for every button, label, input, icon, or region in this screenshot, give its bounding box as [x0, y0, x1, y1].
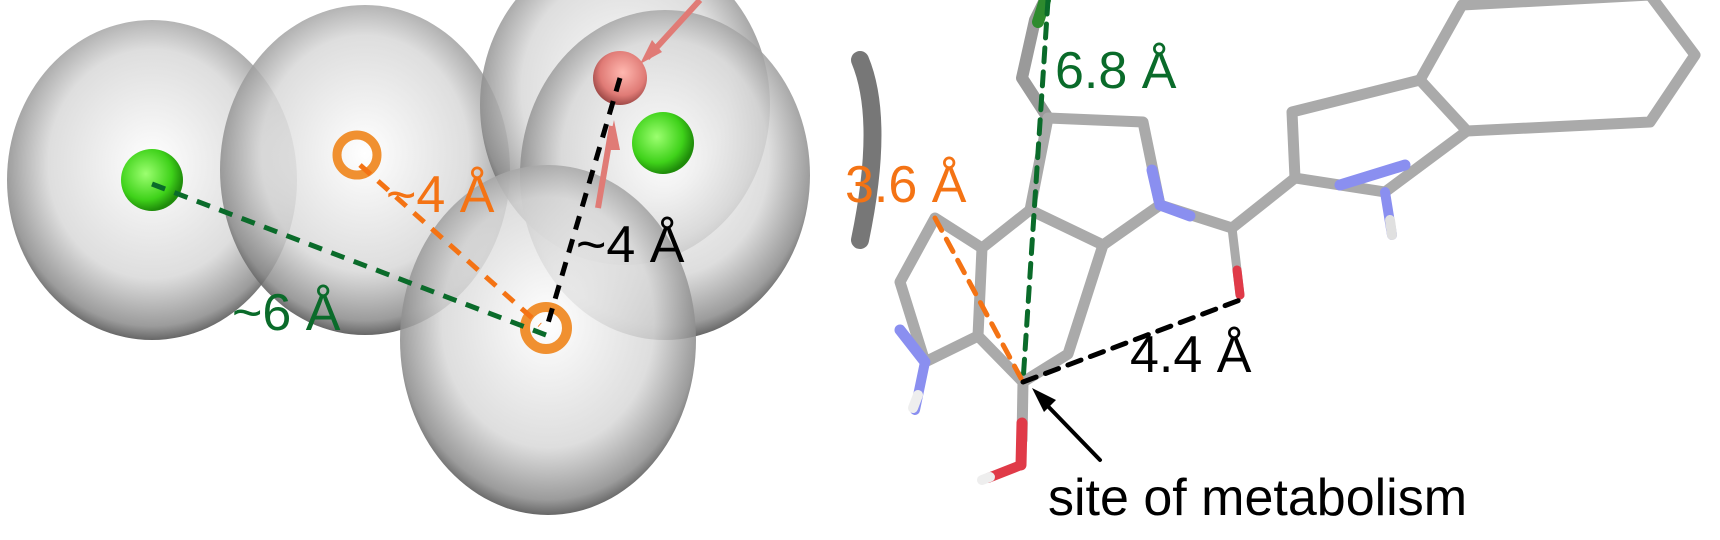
pyrroline-ring: [1024, 112, 1166, 251]
hydrophobe-feature-left: [121, 149, 183, 211]
pyrrole-ring: [894, 212, 988, 368]
o-bond: [1015, 417, 1028, 471]
distance-line-black-right: [1020, 297, 1243, 385]
annotation-arrow-head: [1032, 388, 1056, 412]
distance-line-orange-right: [932, 215, 1026, 385]
distance-line-black: [543, 77, 623, 331]
acceptor-arrow-head-top: [640, 40, 662, 64]
indole-h: [1385, 215, 1397, 240]
label-site-of-metabolism: site of metabolism: [1048, 469, 1467, 527]
label-hydrophobe-ring-distance: ~6 Å: [232, 284, 341, 342]
label-black-distance: 4.4 Å: [1130, 326, 1252, 384]
indole-five-ring: [1286, 74, 1473, 198]
pharmacophore-panel: ~6 Å ~4 Å ~4 Å: [7, 0, 810, 515]
acceptor-arrow-head-bottom: [607, 120, 620, 150]
aromatic-ring-feature-upper: [332, 130, 382, 180]
label-ring-ring-distance: ~4 Å: [386, 166, 495, 224]
indole-six-ring: [1414, 0, 1701, 137]
annotation-arrow-shaft: [1038, 396, 1102, 462]
pyrrole-h: [908, 390, 923, 413]
hydrophobe-feature-right: [632, 112, 694, 174]
pyrrole-n-highlight: [894, 324, 931, 368]
label-orange-distance: 3.6 Å: [845, 156, 967, 214]
indole-n-highlight: [1334, 159, 1411, 191]
distance-line-orange: [358, 163, 542, 327]
ligand-panel: [851, 0, 1701, 485]
label-ring-acceptor-distance: ~4 Å: [576, 216, 685, 274]
label-green-distance: 6.8 Å: [1055, 42, 1177, 100]
aromatic-ring-feature-lower: [520, 302, 572, 354]
n-c-amide-n: [1154, 199, 1196, 222]
o-amide: [1232, 265, 1245, 300]
ring-n-highlight: [1146, 164, 1166, 211]
hydroxyl-h: [977, 472, 995, 485]
sphere-edge: [851, 51, 882, 249]
chain-top-green: [1032, 0, 1051, 28]
benzene-ring-core: [972, 204, 1109, 388]
distance-line-green-right: [1020, 0, 1051, 385]
c-c-indole: [1226, 172, 1301, 234]
exclusion-sphere-bottom: [400, 165, 696, 515]
